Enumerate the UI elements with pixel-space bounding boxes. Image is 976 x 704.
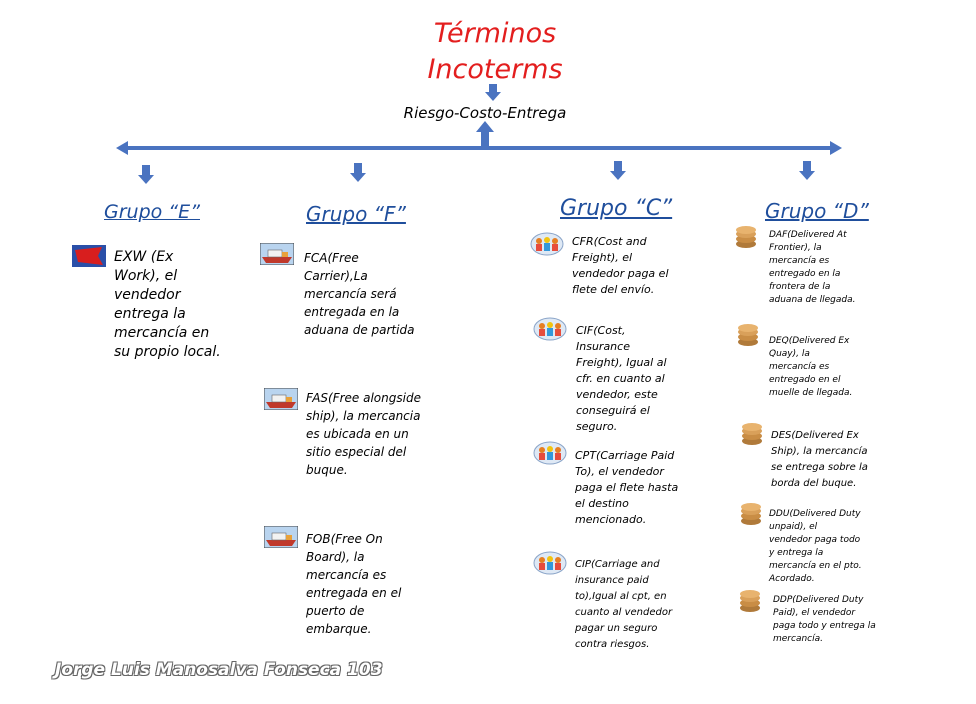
people-icon bbox=[533, 441, 567, 465]
coins-icon bbox=[742, 423, 762, 445]
group-d-item-1: DAF(Delivered At Frontier), la mercancía… bbox=[769, 230, 856, 305]
group-f-item-2: FAS(Free alongside ship), la mercancia e… bbox=[306, 391, 421, 477]
people-icon bbox=[533, 317, 567, 341]
people-icon bbox=[530, 232, 564, 256]
group-c-item-2: CIF(Cost, Insurance Freight), Igual al c… bbox=[576, 324, 667, 433]
group-e-item-1: EXW (Ex Work), el vendedor entrega la me… bbox=[114, 249, 221, 360]
subtitle: Riesgo-Costo-Entrega bbox=[403, 104, 567, 122]
horizontal-connector bbox=[116, 121, 842, 155]
group-f-label: Grupo “F” bbox=[306, 202, 406, 226]
author-credit: Jorge Luis Manosalva Fonseca 103 bbox=[55, 660, 383, 680]
group-c-item-4: CIP(Carriage and insurance paid to),Igua… bbox=[575, 559, 673, 650]
group-f-item-3: FOB(Free On Board), la mercancía es entr… bbox=[306, 532, 402, 636]
group-c-label: Grupo “C” bbox=[560, 196, 673, 221]
group-d-item-4: DDU(Delivered Duty unpaid), el vendedor … bbox=[769, 509, 862, 584]
group-d-item-3: DES(Delivered Ex Ship), la mercancía se … bbox=[771, 430, 868, 489]
group-d-label: Grupo “D” bbox=[765, 199, 869, 223]
group-c-item-1: CFR(Cost and Freight), el vendedor paga … bbox=[572, 235, 669, 296]
group-c-item-3: CPT(Carriage Paid To), el vendedor paga … bbox=[575, 449, 679, 526]
group-d-item-2: DEQ(Delivered Ex Quay), la mercancía es … bbox=[769, 336, 853, 398]
coins-icon bbox=[741, 503, 761, 525]
arrow-down-title bbox=[485, 84, 501, 101]
arrow-down-group-d bbox=[799, 161, 815, 180]
red-flag-icon bbox=[72, 245, 106, 267]
ship-icon bbox=[264, 388, 298, 410]
title-line-1: Términos bbox=[433, 18, 557, 49]
coins-icon bbox=[738, 324, 758, 346]
ship-icon bbox=[260, 243, 294, 265]
title-line-2: Incoterms bbox=[427, 54, 563, 85]
coins-icon bbox=[740, 590, 760, 612]
arrow-down-group-c bbox=[610, 161, 626, 180]
arrow-down-group-e bbox=[138, 165, 154, 184]
group-e-label: Grupo “E” bbox=[104, 201, 200, 223]
coins-icon bbox=[736, 226, 756, 248]
arrow-down-group-f bbox=[350, 163, 366, 182]
group-f-item-1: FCA(Free Carrier),La mercancía será entr… bbox=[304, 251, 415, 337]
group-d-item-5: DDP(Delivered Duty Paid), el vendedor pa… bbox=[773, 595, 876, 644]
ship-icon bbox=[264, 526, 298, 548]
people-icon bbox=[533, 551, 567, 575]
